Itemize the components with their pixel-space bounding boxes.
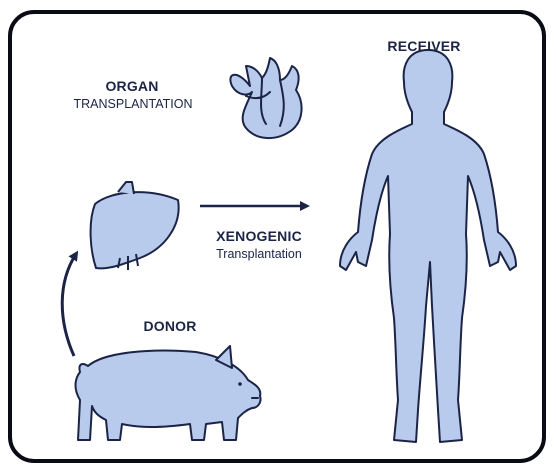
donor-to-liver-arrow bbox=[62, 254, 76, 356]
xenogenic-sublabel: Transplantation bbox=[196, 247, 322, 261]
organ-label: ORGAN bbox=[96, 78, 168, 94]
pig-icon bbox=[76, 346, 261, 440]
organ-sublabel: TRANSPLANTATION bbox=[58, 97, 208, 111]
liver-icon bbox=[91, 182, 179, 270]
human-body-icon bbox=[340, 50, 516, 442]
heart-icon bbox=[230, 58, 301, 138]
xenogenic-label: XENOGENIC bbox=[196, 228, 322, 244]
receiver-label: RECEIVER bbox=[374, 38, 474, 54]
donor-label: DONOR bbox=[130, 318, 210, 334]
